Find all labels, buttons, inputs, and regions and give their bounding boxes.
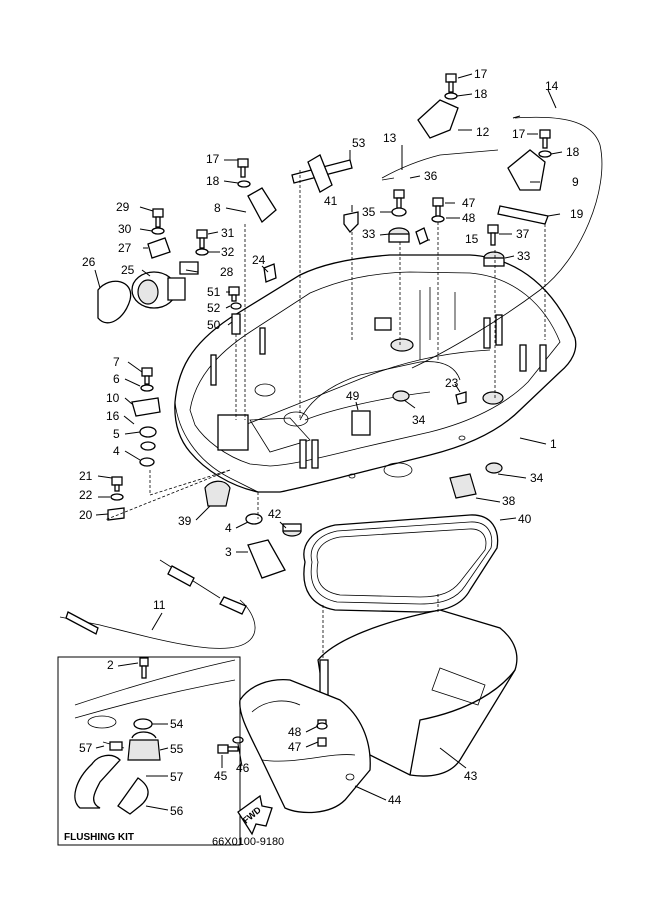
callout-48: 48: [288, 725, 302, 739]
callout-49: 49: [346, 389, 360, 403]
callout-3: 3: [225, 545, 232, 559]
callout-57: 57: [170, 770, 184, 784]
callout-51: 51: [207, 285, 221, 299]
drawing-code: 66X0100-9180: [212, 836, 284, 848]
callout-48: 48: [462, 211, 476, 225]
callout-42: 42: [268, 507, 282, 521]
callout-28: 28: [220, 265, 234, 279]
inset-title: FLUSHING KIT: [64, 832, 134, 843]
callout-17: 17: [512, 127, 526, 141]
callout-24: 24: [252, 253, 266, 267]
callout-22: 22: [79, 488, 93, 502]
callout-14: 14: [545, 79, 559, 93]
callout-16: 16: [106, 409, 120, 423]
callout-27: 27: [118, 241, 132, 255]
callout-12: 12: [476, 125, 490, 139]
callout-18: 18: [474, 87, 488, 101]
fwd-arrow: FWD: [237, 794, 273, 836]
callout-46: 46: [236, 761, 250, 775]
callout-38: 38: [502, 494, 516, 508]
callout-17: 17: [474, 67, 488, 81]
callout-37: 37: [516, 227, 530, 241]
callout-7: 7: [113, 355, 120, 369]
callout-32: 32: [221, 245, 235, 259]
hardware: [97, 73, 552, 754]
callout-30: 30: [118, 222, 132, 236]
callout-20: 20: [79, 508, 93, 522]
callout-55: 55: [170, 742, 184, 756]
callout-54: 54: [170, 717, 184, 731]
callout-5: 5: [113, 427, 120, 441]
callout-8: 8: [214, 201, 221, 215]
callout-36: 36: [424, 169, 438, 183]
apron-front: [239, 679, 371, 814]
callout-6: 6: [113, 372, 120, 386]
callout-33: 33: [517, 249, 531, 263]
callouts: 17 18 14 13 12 17 18 53 17 18 36 9 41 47…: [79, 67, 584, 818]
callout-18: 18: [206, 174, 220, 188]
callout-26: 26: [82, 255, 96, 269]
callout-45: 45: [214, 769, 228, 783]
callout-4: 4: [113, 444, 120, 458]
callout-13: 13: [383, 131, 397, 145]
callout-34: 34: [530, 471, 544, 485]
callout-2: 2: [107, 658, 114, 672]
callout-4: 4: [225, 521, 232, 535]
apron: [317, 609, 518, 777]
callout-19: 19: [570, 207, 584, 221]
callout-44: 44: [388, 793, 402, 807]
callout-25: 25: [121, 263, 135, 277]
callout-57: 57: [79, 741, 93, 755]
callout-31: 31: [221, 226, 235, 240]
callout-53: 53: [352, 136, 366, 150]
leader-lines: [94, 73, 563, 811]
callout-11: 11: [153, 598, 166, 612]
callout-34: 34: [412, 413, 426, 427]
callout-18: 18: [566, 145, 580, 159]
callout-9: 9: [572, 175, 579, 189]
bottom-seal: [303, 514, 499, 613]
cables: [59, 116, 603, 649]
callout-21: 21: [79, 469, 93, 483]
callout-41: 41: [324, 194, 338, 208]
callout-47: 47: [462, 196, 476, 210]
callout-56: 56: [170, 804, 184, 818]
callout-1: 1: [550, 437, 557, 451]
callout-29: 29: [116, 200, 130, 214]
callout-33: 33: [362, 227, 376, 241]
callout-39: 39: [178, 514, 192, 528]
callout-43: 43: [464, 769, 478, 783]
callout-10: 10: [106, 391, 120, 405]
bottom-cowling: [174, 254, 577, 493]
callout-23: 23: [445, 376, 459, 390]
callout-50: 50: [207, 318, 221, 332]
callout-35: 35: [362, 205, 376, 219]
callout-52: 52: [207, 301, 221, 315]
callout-47: 47: [288, 740, 302, 754]
callout-15: 15: [465, 232, 479, 246]
callout-40: 40: [518, 512, 532, 526]
callout-17: 17: [206, 152, 220, 166]
flushing-kit-inset: [57, 656, 241, 846]
